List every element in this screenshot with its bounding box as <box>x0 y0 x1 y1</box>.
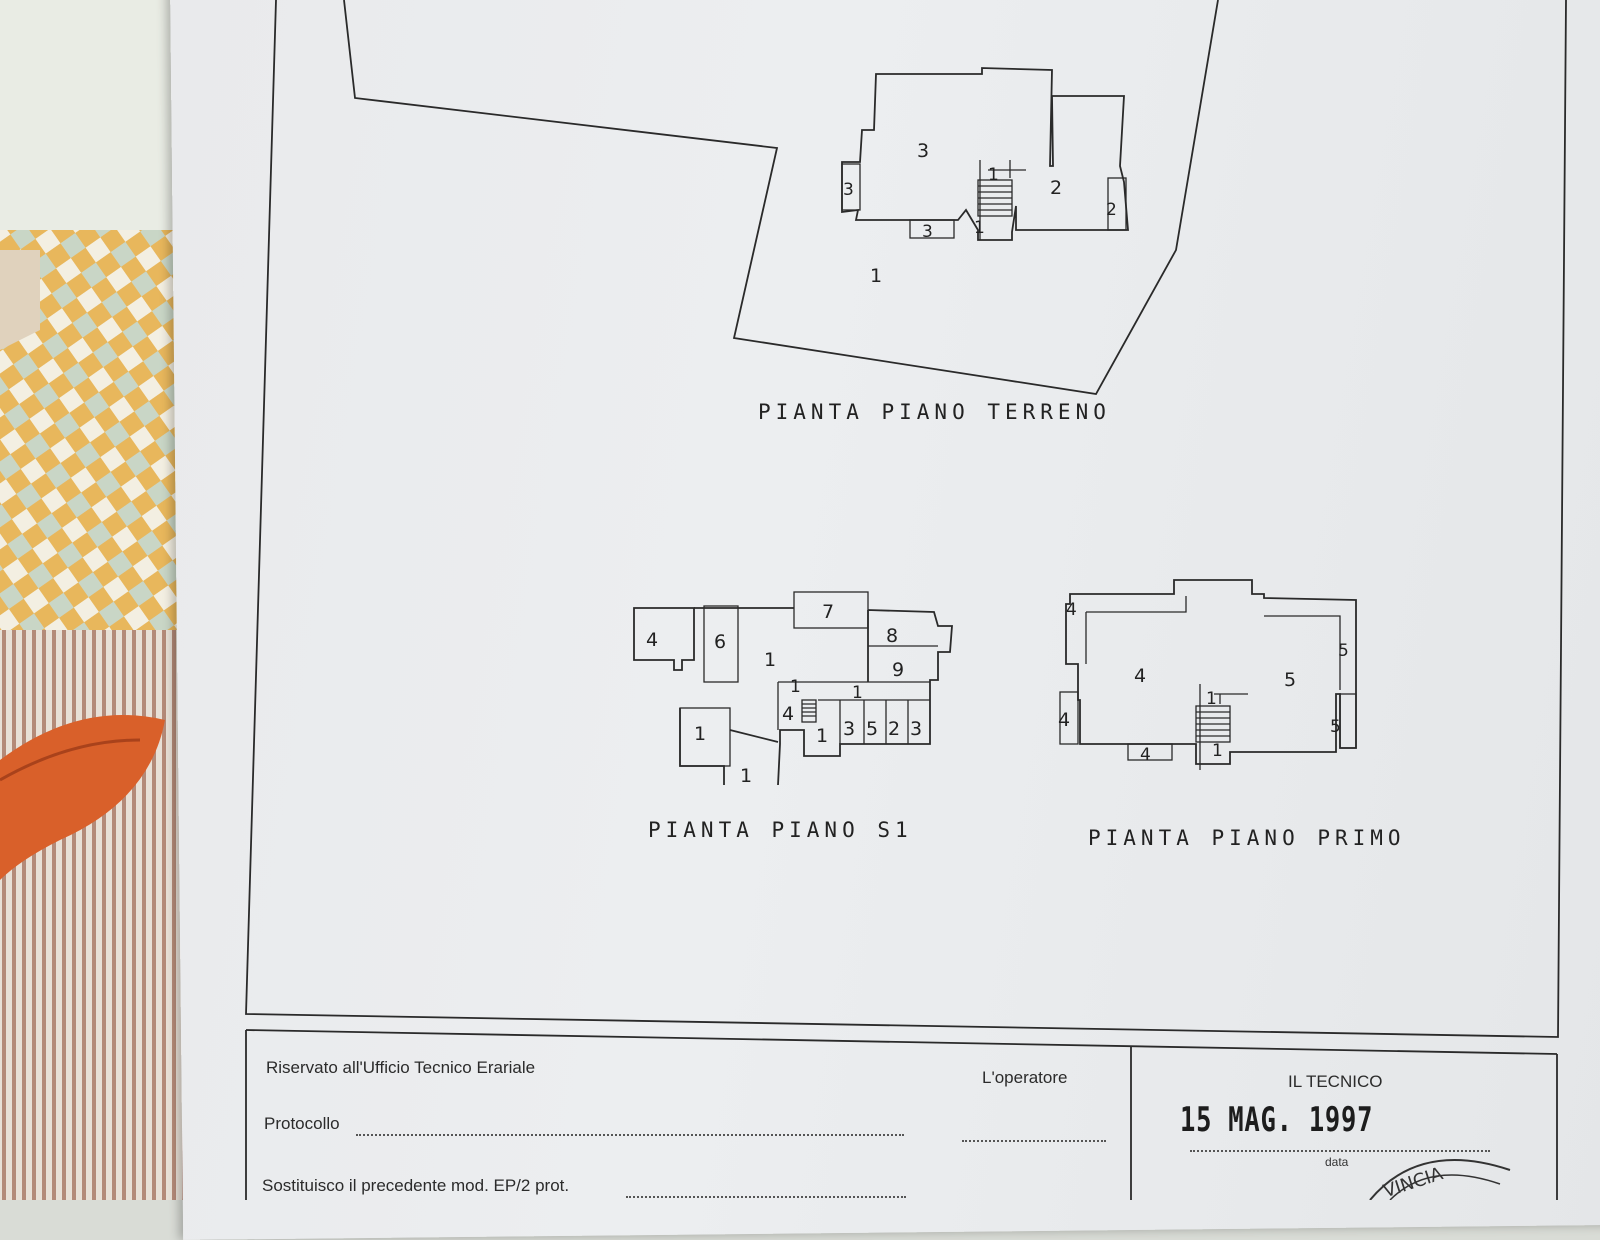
room-label: 1 <box>974 218 985 238</box>
room-label: 5 <box>866 718 878 740</box>
technician-label: IL TECNICO <box>1288 1072 1383 1091</box>
protocol-label: Protocollo <box>264 1114 340 1133</box>
room-label: 1 <box>816 725 828 747</box>
protocol-field <box>356 1134 904 1136</box>
room-label: 1 <box>870 265 882 287</box>
house-outline-first <box>1065 579 1357 765</box>
room-label: 1 <box>1212 741 1223 761</box>
room-label: 8 <box>886 625 898 647</box>
room-label: 3 <box>910 718 922 740</box>
room-label: 1 <box>694 723 706 745</box>
plan-ground-floor: 3 3 3 1 1 2 2 1 <box>343 0 1219 395</box>
room-label: 3 <box>843 180 854 200</box>
room-label: 5 <box>1284 669 1296 691</box>
room-label: 4 <box>1066 600 1077 620</box>
plan-title-first: PIANTA PIANO PRIMO <box>1088 826 1406 850</box>
replace-field <box>626 1196 906 1198</box>
stairs-ground <box>977 160 1026 240</box>
room-label: 1 <box>790 677 801 697</box>
date-caption: data <box>1325 1155 1349 1169</box>
room-label: 1 <box>764 649 776 671</box>
room-label: 3 <box>922 222 933 242</box>
room-label: 4 <box>646 629 658 651</box>
room-label: 4 <box>1140 745 1151 765</box>
official-stamp: VINCIA <box>1369 1159 1511 1200</box>
room-label: 7 <box>822 601 834 623</box>
drawing-frame <box>245 0 1567 1038</box>
room-label: 4 <box>1134 665 1146 687</box>
room-label: 2 <box>1050 177 1062 199</box>
operator-label: L'operatore <box>982 1068 1068 1087</box>
plan-first-floor: 4 4 4 4 5 5 5 1 1 <box>1058 579 1357 770</box>
room-label: 6 <box>714 631 726 653</box>
room-label: 2 <box>888 718 900 740</box>
room-label: 5 <box>1338 641 1349 661</box>
room-label: 1 <box>988 165 999 185</box>
date-stamp: 15 MAG. 1997 <box>1180 1100 1374 1140</box>
stamp-text: VINCIA <box>1381 1163 1446 1200</box>
room-label: 3 <box>917 140 929 162</box>
room-label: 1 <box>740 765 752 787</box>
floor-plans-drawing: 3 3 3 1 1 2 2 1 4 6 7 8 1 9 4 1 3 5 2 3 … <box>245 0 1567 1200</box>
reserved-office-label: Riservato all'Ufficio Tecnico Erariale <box>266 1058 536 1077</box>
house-outline-basement <box>633 607 695 671</box>
room-label: 9 <box>892 659 904 681</box>
room-label: 1 <box>1206 689 1217 709</box>
plan-title-ground: PIANTA PIANO TERRENO <box>758 400 1111 424</box>
room-label: 4 <box>1058 709 1070 731</box>
replace-label: Sostituisco il precedente mod. EP/2 prot… <box>262 1176 570 1195</box>
room-label: 1 <box>852 683 863 703</box>
plan-basement: 4 6 7 8 1 9 4 1 3 5 2 3 1 1 1 1 <box>633 591 953 787</box>
operator-field <box>962 1140 1106 1142</box>
room-label: 5 <box>1330 717 1341 737</box>
room-label: 2 <box>1106 200 1117 220</box>
lot-boundary <box>343 0 1219 395</box>
room-label: 3 <box>843 718 855 740</box>
room-label: 4 <box>782 703 794 725</box>
form-top-line <box>245 1029 1558 1055</box>
date-field <box>1190 1150 1490 1152</box>
house-outline-ground <box>841 67 1129 241</box>
plan-title-basement: PIANTA PIANO S1 <box>648 818 913 842</box>
